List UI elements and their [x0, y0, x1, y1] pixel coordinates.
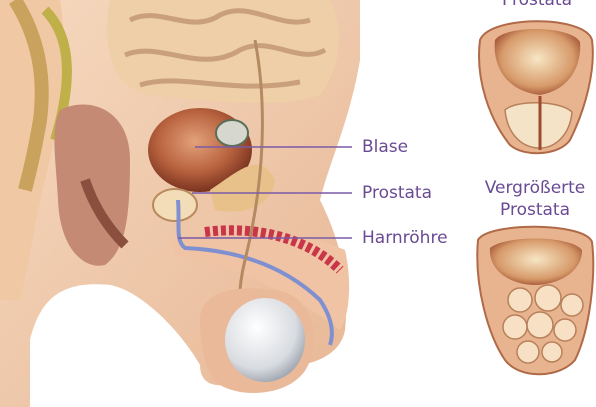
testicle-shape [225, 298, 305, 382]
pelvis-cross-section [0, 0, 360, 407]
label-blase: Blase [362, 137, 408, 157]
caption-enlarged-line1: Vergrößerte [476, 178, 594, 199]
prostate-shape [153, 189, 197, 221]
caption-enlarged-line2: Prostata [476, 200, 594, 221]
enlarged-prostate-illustration [477, 227, 593, 375]
caption-normal-prostate: Prostata [487, 0, 587, 11]
normal-prostate-illustration [479, 21, 593, 153]
label-harnroehre: Harnröhre [362, 228, 448, 248]
label-prostata: Prostata [362, 183, 432, 203]
